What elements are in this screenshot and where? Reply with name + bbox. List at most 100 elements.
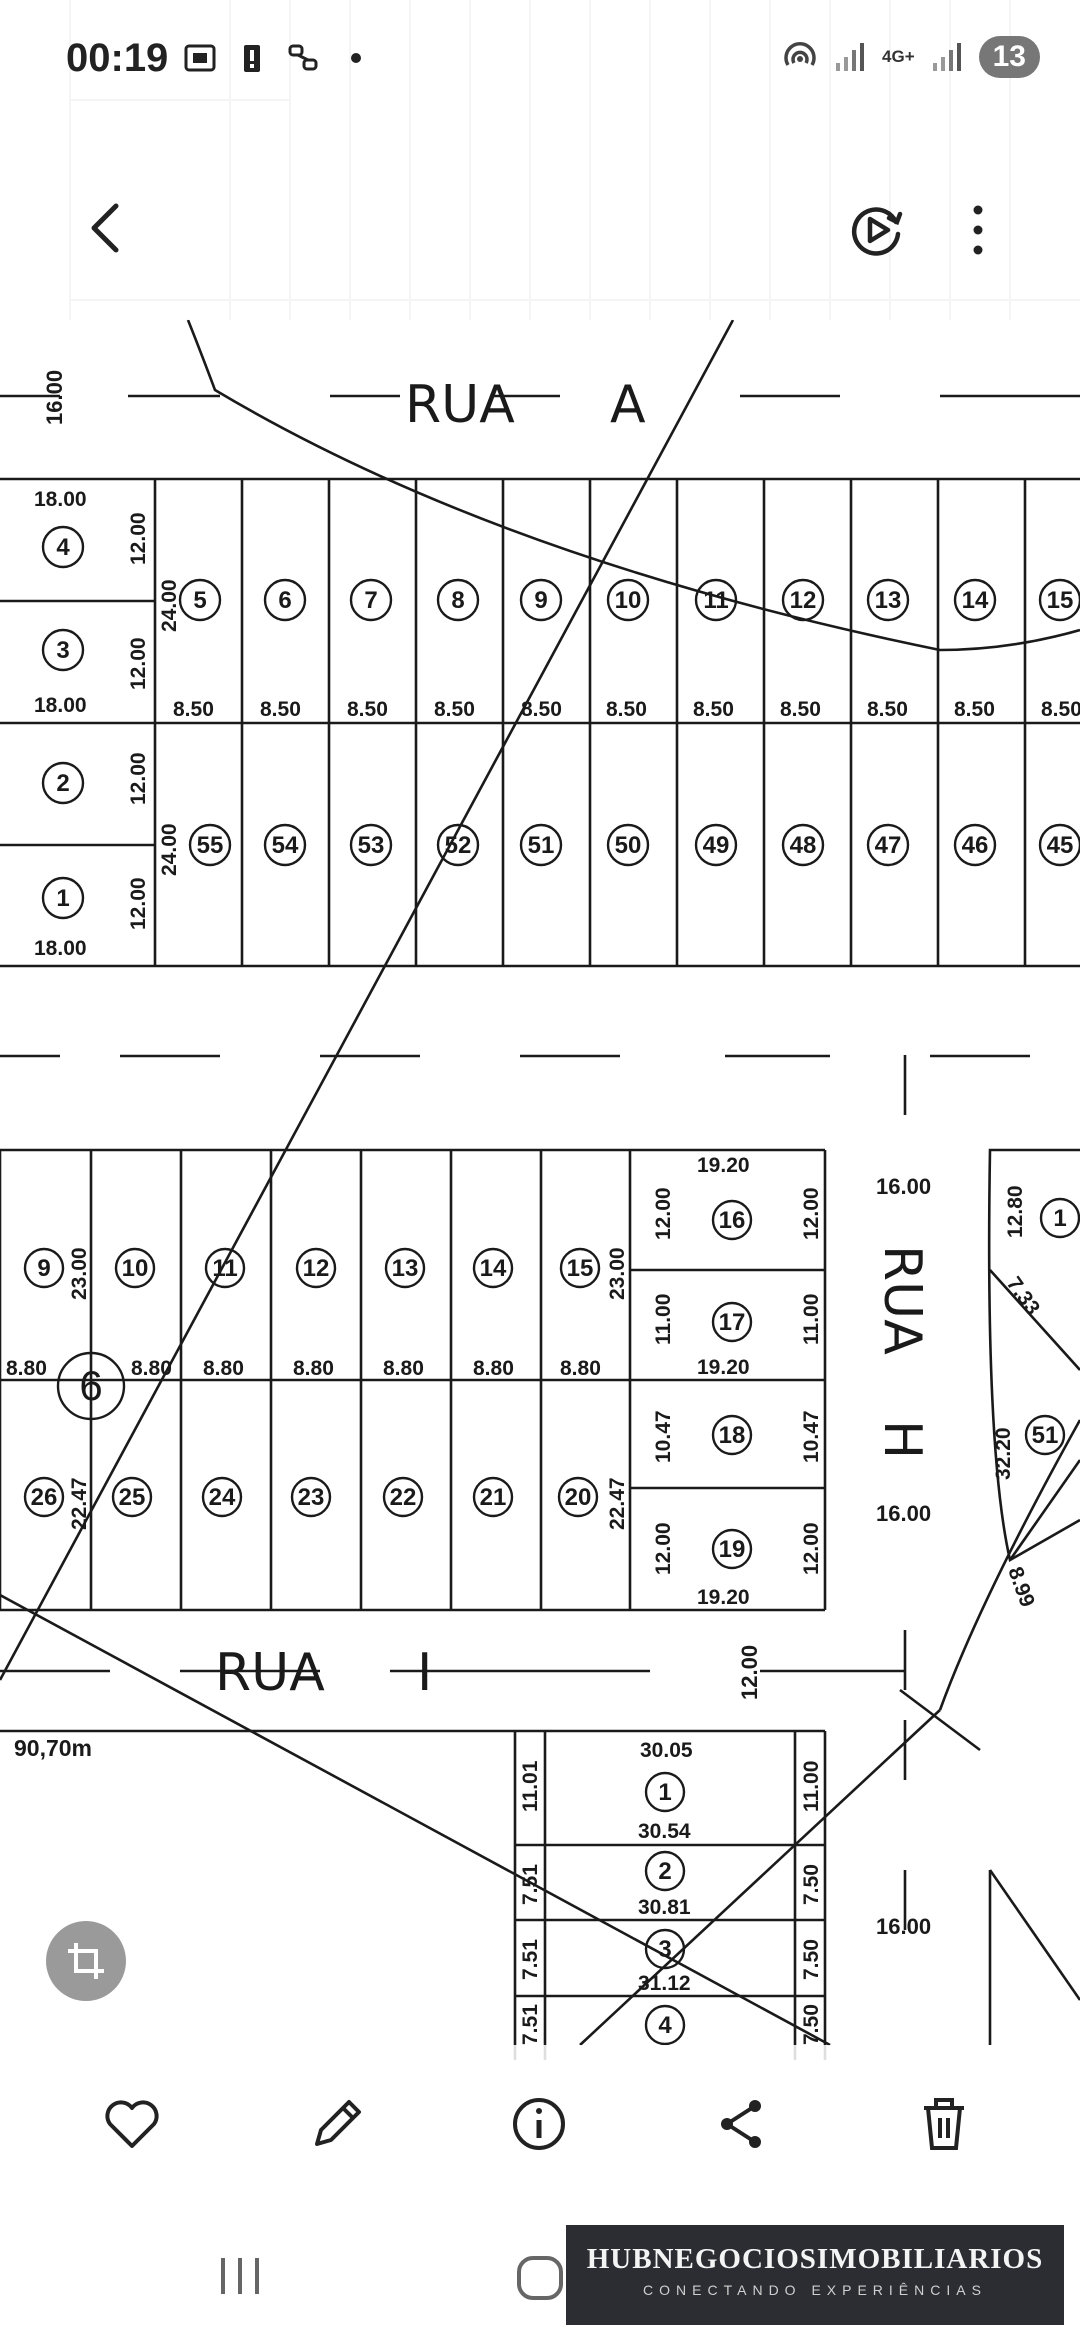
dim-label: 8.99	[1003, 1564, 1039, 1610]
distance-label: 90,70m	[14, 1735, 92, 1761]
dim-label: 23.00	[606, 1247, 629, 1300]
motion-photo-icon[interactable]	[846, 200, 906, 260]
lot-number: 25	[119, 1484, 146, 1511]
dim-label: 22.47	[68, 1477, 91, 1530]
lot-number: 48	[790, 832, 817, 859]
delete-icon[interactable]	[912, 2092, 976, 2156]
lot-number: 51	[528, 832, 555, 859]
dim-label: 11.00	[652, 1294, 675, 1345]
dim-label: 7.51	[519, 1939, 542, 1980]
dim-label: 12.00	[800, 1522, 823, 1575]
lot-number: 3	[658, 1936, 671, 1963]
dim-label: 12.00	[127, 752, 150, 805]
lot-number: 46	[962, 832, 989, 859]
lot-number: 9	[534, 587, 547, 614]
crop-icon	[68, 1943, 104, 1979]
lot-number: 6	[278, 587, 291, 614]
battery-alert-icon	[244, 45, 260, 72]
lot-number: 54	[272, 832, 299, 859]
lot-number: 5	[193, 587, 206, 614]
overlay-top	[0, 0, 1080, 320]
lot-number: 47	[875, 832, 902, 859]
lot-number: 10	[122, 1255, 149, 1282]
lot-number: 50	[615, 832, 642, 859]
dim-label: 8.50	[521, 698, 562, 721]
lot-number: 16	[719, 1207, 746, 1234]
lot-number: 3	[56, 637, 69, 664]
dim-label: 8.80	[203, 1357, 244, 1380]
dim-label: 24.00	[158, 823, 181, 876]
street-a-letter: A	[610, 375, 646, 435]
dim-label: 18.00	[34, 937, 87, 960]
street-width-label: 16.00	[876, 1501, 931, 1526]
dim-label: 8.50	[693, 698, 734, 721]
dim-label: 7.33	[1002, 1273, 1044, 1320]
watermark-logo: HUBNEGOCIOSIMOBILIARIOS CONECTANDO EXPER…	[566, 2225, 1064, 2325]
lot-number: 24	[209, 1484, 236, 1511]
dim-label: 12.00	[127, 877, 150, 930]
lot-number: 11	[703, 587, 728, 614]
lot-number: 10	[615, 587, 642, 614]
lot-number: 11	[212, 1255, 237, 1282]
dim-label: 19.20	[697, 1356, 750, 1379]
network-type: 4G+	[882, 47, 915, 66]
dim-label: 19.20	[697, 1586, 750, 1609]
street-h-letter: H	[872, 1420, 932, 1459]
lot-number: 1	[56, 885, 69, 912]
dim-label: 10.47	[800, 1410, 823, 1463]
street-i-word: RUA	[215, 1643, 325, 1703]
dim-label: 12.00	[127, 512, 150, 565]
dim-label: 8.50	[260, 698, 301, 721]
street-a-word: RUA	[405, 375, 515, 435]
block-label: 6	[79, 1362, 102, 1409]
street-width-label: 16.00	[876, 1914, 931, 1939]
lot-number: 49	[703, 832, 730, 859]
signal-icon	[932, 43, 961, 71]
home-button[interactable]	[515, 2254, 565, 2302]
dim-label: 8.80	[473, 1357, 514, 1380]
dim-label: 8.80	[560, 1357, 601, 1380]
lot-number: 15	[567, 1255, 594, 1282]
back-button[interactable]	[80, 200, 136, 256]
status-left-icons	[182, 40, 374, 76]
dim-label: 8.50	[606, 698, 647, 721]
lot-number: 14	[962, 587, 989, 614]
lot-number: 1	[1053, 1205, 1066, 1232]
lot-number: 55	[197, 832, 224, 859]
dim-label: 30.54	[638, 1820, 691, 1843]
dim-label: 12.00	[127, 637, 150, 690]
watermark-subtitle: CONECTANDO EXPERIÊNCIAS	[643, 2282, 987, 2298]
lot-number: 8	[451, 587, 464, 614]
lot-number: 53	[358, 832, 385, 859]
street-i-letter: I	[417, 1643, 432, 1703]
lot-number: 13	[875, 587, 902, 614]
share-icon[interactable]	[709, 2092, 773, 2156]
viewer-toolbar	[0, 2080, 1080, 2170]
street-h-word: RUA	[872, 1245, 932, 1355]
edit-icon[interactable]	[305, 2092, 369, 2156]
lot-number: 14	[480, 1255, 507, 1282]
recents-button[interactable]	[215, 2254, 265, 2298]
dim-label: 8.50	[434, 698, 475, 721]
dim-label: 12.00	[652, 1187, 675, 1240]
dim-label: 7.51	[519, 2004, 542, 2045]
lot-number: 1	[658, 1779, 671, 1806]
dim-label: 12.00	[652, 1522, 675, 1575]
hotspot-icon	[784, 42, 816, 66]
lot-number: 13	[392, 1255, 419, 1282]
dim-label: 30.05	[640, 1739, 693, 1762]
more-options-icon[interactable]	[960, 200, 996, 260]
dim-label: 23.00	[68, 1247, 91, 1300]
info-icon[interactable]	[507, 2092, 571, 2156]
lot-number: 2	[56, 770, 69, 797]
lot-number: 7	[364, 587, 377, 614]
navigation-bar	[0, 2220, 1080, 2340]
lot-number: 51	[1032, 1422, 1059, 1449]
lot-number: 12	[790, 587, 817, 614]
dim-label: 18.00	[34, 488, 87, 511]
dim-label: 7.50	[800, 2004, 823, 2045]
favorite-icon[interactable]	[100, 2092, 164, 2156]
crop-button[interactable]	[46, 1921, 126, 2001]
